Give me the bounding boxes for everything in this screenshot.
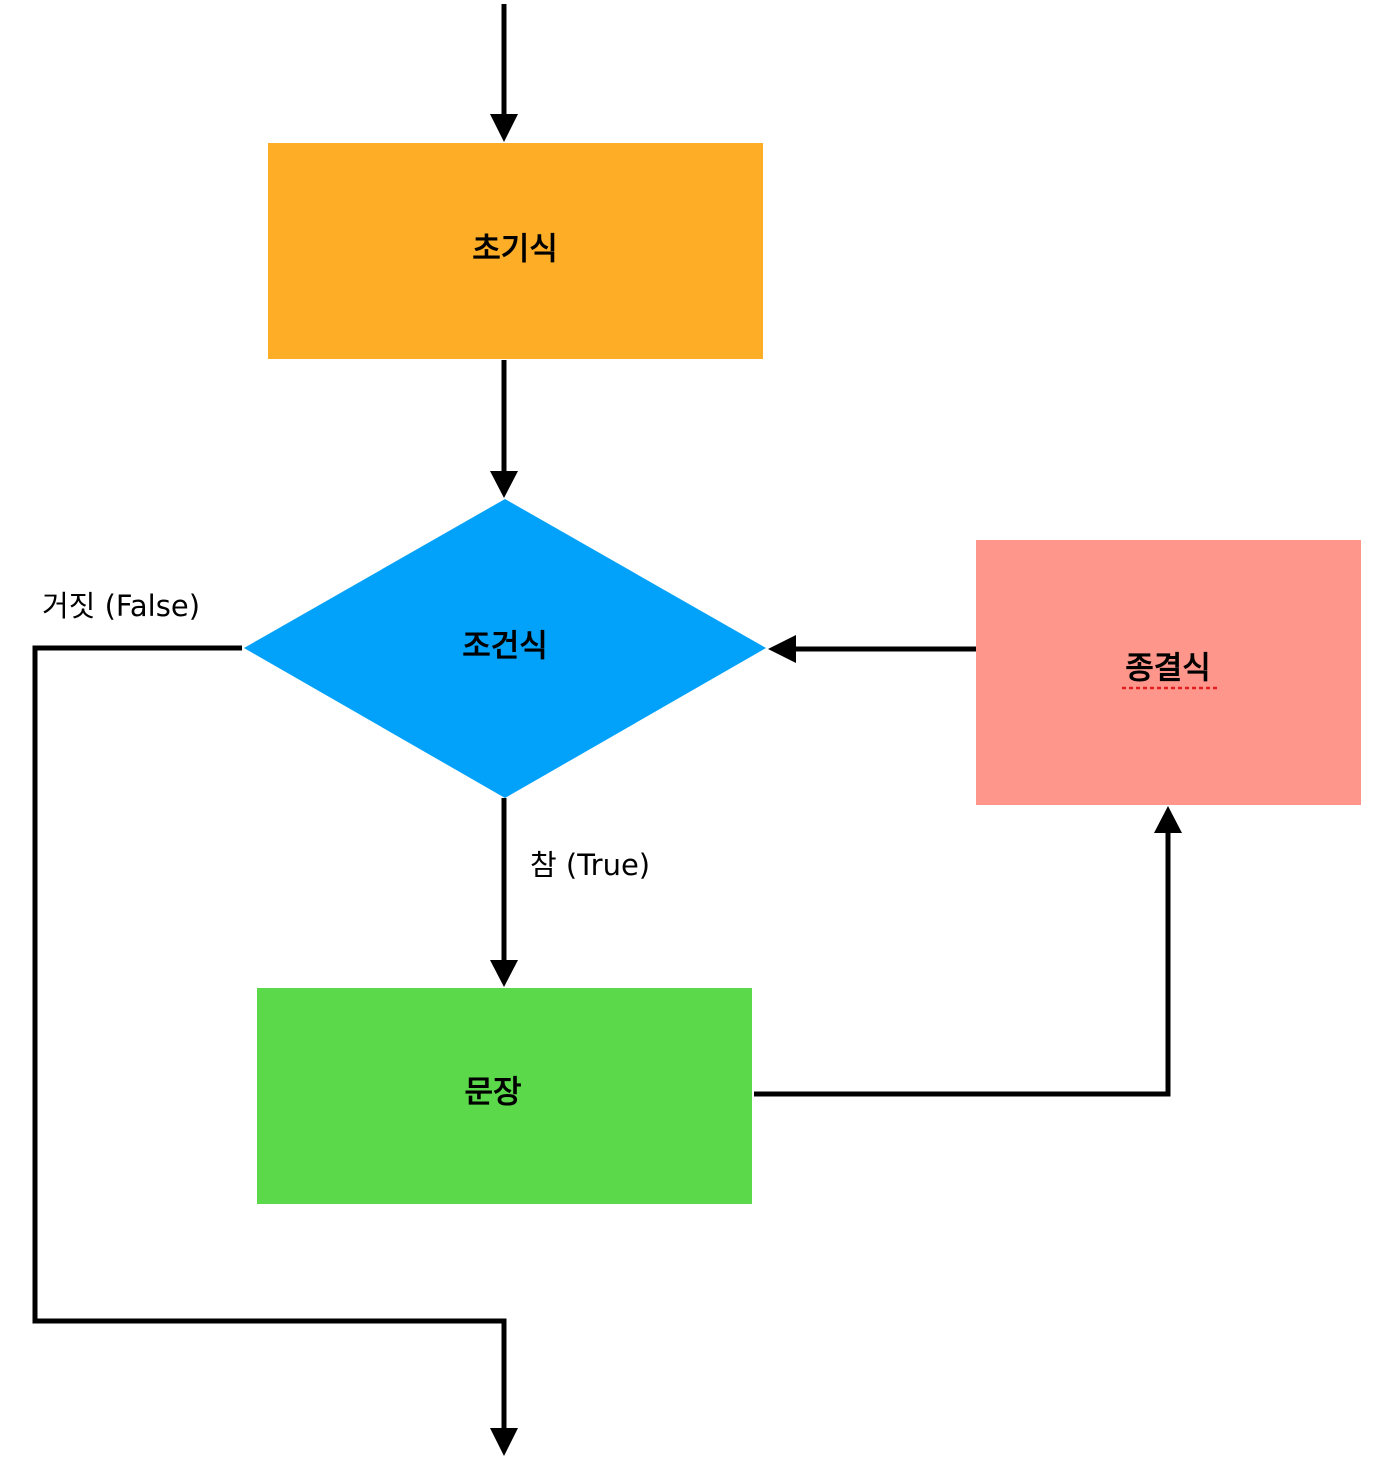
- exit-arrowhead: [490, 1428, 518, 1456]
- update-to-condition-arrowhead: [768, 635, 796, 663]
- update-box: [976, 540, 1361, 805]
- statement-box: [257, 988, 752, 1204]
- false-branch-label: 거짓 (False): [42, 589, 200, 623]
- statement-to-update-arrowhead: [1154, 806, 1182, 833]
- statement-to-update-line: [754, 831, 1171, 1097]
- true-branch-arrowhead: [490, 960, 518, 987]
- false-branch-line: [32, 645, 507, 1430]
- entry-arrowhead: [490, 114, 518, 142]
- update-label: 종결식: [1125, 651, 1211, 687]
- condition-diamond: [244, 499, 766, 798]
- condition-label: 조건식: [462, 629, 548, 665]
- true-branch-label: 참 (True): [530, 848, 650, 882]
- init-label: 초기식: [472, 232, 558, 268]
- statement-label: 문장: [464, 1075, 521, 1111]
- init-to-condition-arrowhead: [490, 471, 518, 498]
- init-box: [268, 143, 763, 359]
